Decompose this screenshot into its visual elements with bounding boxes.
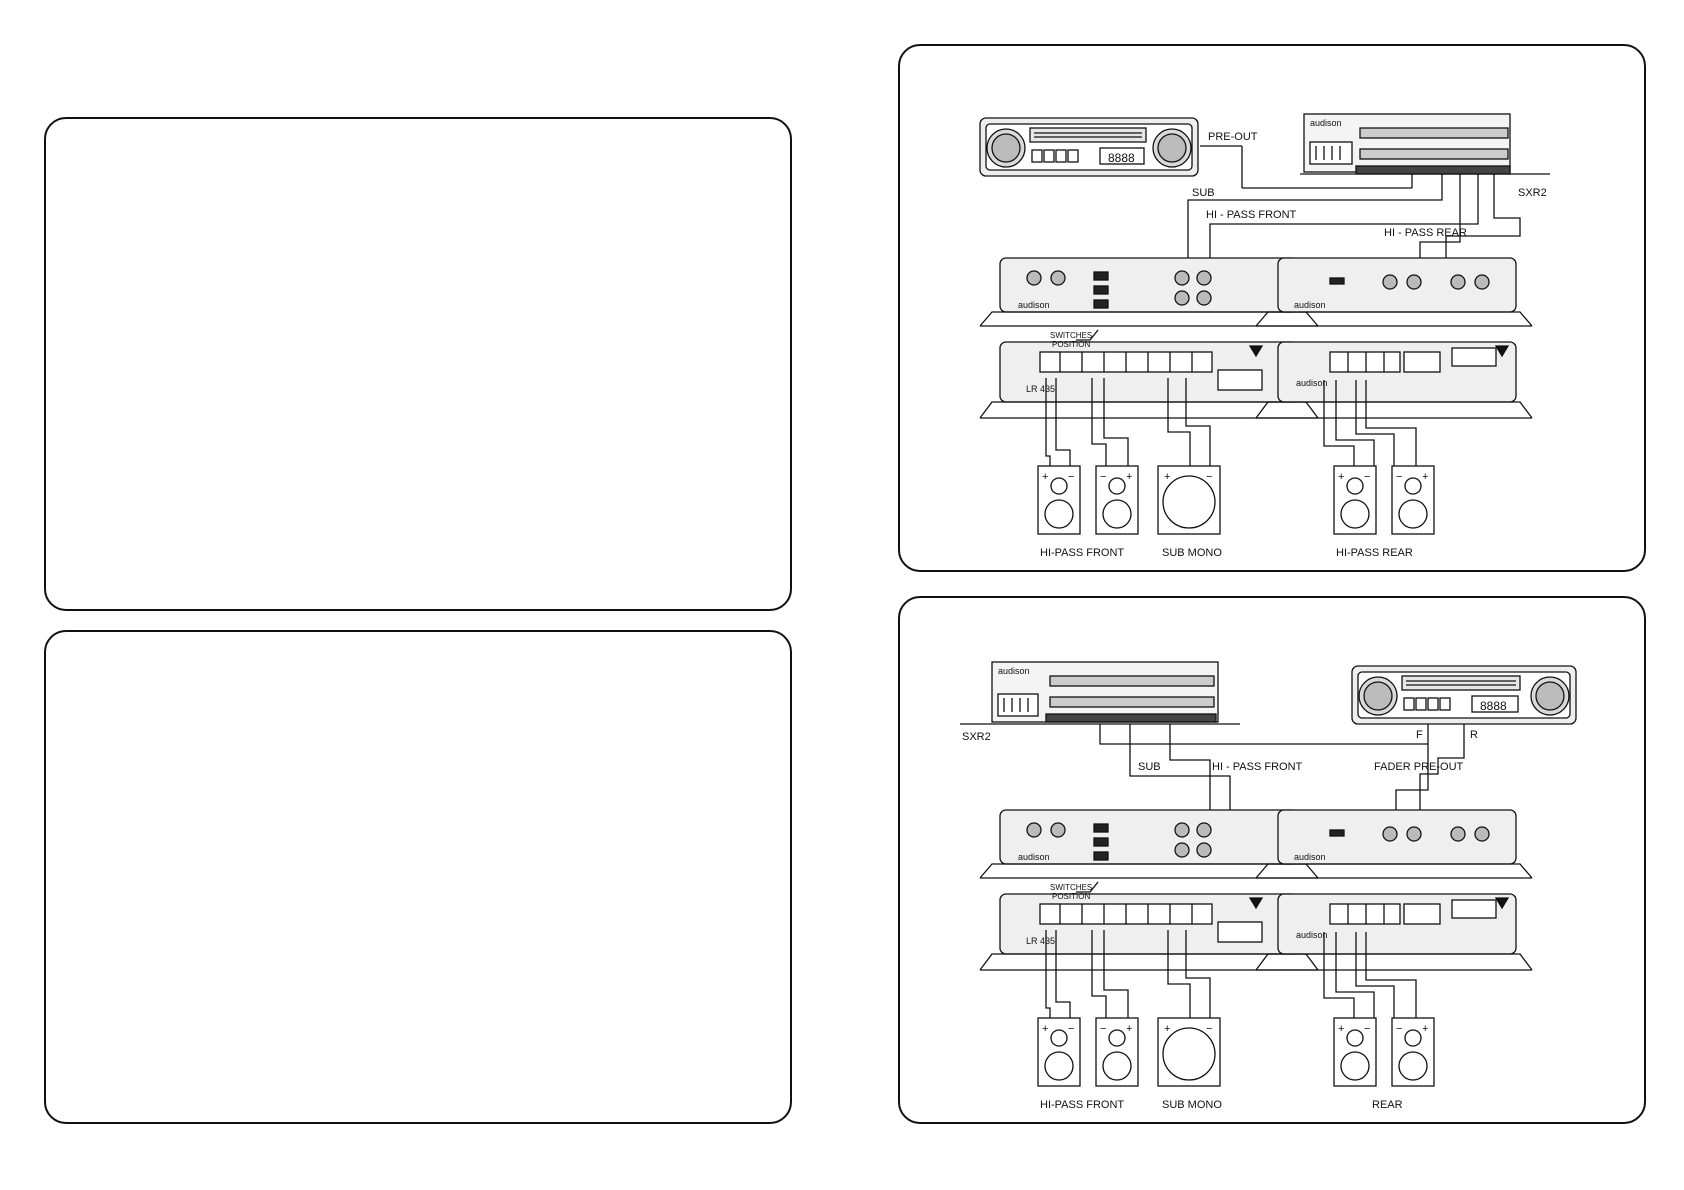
plus-sign: +: [1338, 1023, 1344, 1035]
minus-sign: −: [1364, 1023, 1370, 1035]
wiring-diagram-2: SXR2 SUB HI - PASS FRONT FADER PRE-OUT F…: [960, 661, 1577, 1111]
label-speaker-sub: SUB MONO: [1162, 547, 1222, 559]
minus-sign: −: [1068, 1023, 1074, 1035]
plus-sign: +: [1042, 1023, 1048, 1035]
plus-sign: +: [1042, 471, 1048, 483]
label-hi-pass-rear: HI - PASS REAR: [1384, 227, 1467, 239]
label-speaker-rear: REAR: [1372, 1099, 1403, 1111]
plus-sign: +: [1164, 471, 1170, 483]
label-sxr2: SXR2: [962, 731, 991, 743]
label-r: R: [1470, 729, 1478, 741]
minus-sign: −: [1068, 471, 1074, 483]
amp-front-terminal-panel-2: [979, 893, 1319, 971]
plus-sign: +: [1422, 1023, 1428, 1035]
empty-panel-bottom-left: [44, 630, 792, 1124]
minus-sign: −: [1364, 471, 1370, 483]
plus-sign: +: [1126, 471, 1132, 483]
amp-front-control-panel-1: [979, 257, 1319, 327]
label-sub: SUB: [1192, 187, 1215, 199]
head-unit-1: [979, 117, 1199, 177]
amp-brand-3: audison: [1296, 378, 1328, 388]
speaker-rear-left-2: [1333, 1017, 1377, 1087]
speaker-front-left-1: [1037, 465, 1081, 535]
plus-sign: +: [1422, 471, 1428, 483]
speaker-rear-left-1: [1333, 465, 1377, 535]
sxr-brand: audison: [1310, 118, 1342, 128]
head-unit-2: [1351, 665, 1577, 725]
head-unit-display: 8888: [1108, 151, 1135, 165]
empty-panel-top-left: [44, 117, 792, 611]
sxr-brand: audison: [998, 666, 1030, 676]
wiring-diagram-1: PRE-OUT SUB SXR2 HI - PASS FRONT HI - PA…: [979, 113, 1550, 559]
sxr2-crossover-1: [1300, 113, 1550, 175]
amp-rear-control-panel-2: [1255, 809, 1533, 879]
label-speaker-rear: HI-PASS REAR: [1336, 547, 1413, 559]
model-label: LR 435: [1026, 384, 1055, 394]
label-sub: SUB: [1138, 761, 1161, 773]
amp-rear-terminal-panel-2: [1255, 893, 1533, 971]
label-f: F: [1416, 729, 1423, 741]
label-pre-out: PRE-OUT: [1208, 131, 1258, 143]
minus-sign: −: [1396, 471, 1402, 483]
amp-rear-terminal-panel-1: [1255, 341, 1533, 419]
label-speaker-sub: SUB MONO: [1162, 1099, 1222, 1111]
switches-label: SWITCHES: [1050, 883, 1092, 892]
amp-front-control-panel-2: [979, 809, 1319, 879]
plus-sign: +: [1126, 1023, 1132, 1035]
minus-sign: −: [1206, 471, 1212, 483]
position-label: POSITION: [1052, 340, 1090, 349]
plus-sign: +: [1164, 1023, 1170, 1035]
label-speaker-front: HI-PASS FRONT: [1040, 1099, 1124, 1111]
speaker-front-right-2: [1095, 1017, 1139, 1087]
wiring-diagram-panel-2: SXR2 SUB HI - PASS FRONT FADER PRE-OUT F…: [898, 596, 1646, 1124]
amp-brand-2: audison: [1294, 300, 1326, 310]
subwoofer-1: [1157, 465, 1221, 535]
label-hi-pass-front: HI - PASS FRONT: [1212, 761, 1303, 773]
position-label: POSITION: [1052, 892, 1090, 901]
minus-sign: −: [1206, 1023, 1212, 1035]
head-unit-display: 8888: [1480, 699, 1507, 713]
model-label: LR 435: [1026, 936, 1055, 946]
speaker-front-right-1: [1095, 465, 1139, 535]
minus-sign: −: [1100, 1023, 1106, 1035]
switches-label: SWITCHES: [1050, 331, 1092, 340]
minus-sign: −: [1100, 471, 1106, 483]
label-fader-pre-out: FADER PRE-OUT: [1374, 761, 1464, 773]
amp-brand-1: audison: [1018, 300, 1050, 310]
speaker-rear-right-2: [1391, 1017, 1435, 1087]
label-speaker-front: HI-PASS FRONT: [1040, 547, 1124, 559]
wiring-diagram-panel-1: PRE-OUT SUB SXR2 HI - PASS FRONT HI - PA…: [898, 44, 1646, 572]
amp-rear-control-panel-1: [1255, 257, 1533, 327]
amp-brand-3: audison: [1296, 930, 1328, 940]
amp-front-terminal-panel-1: [979, 341, 1319, 419]
label-hi-pass-front: HI - PASS FRONT: [1206, 209, 1297, 221]
minus-sign: −: [1396, 1023, 1402, 1035]
plus-sign: +: [1338, 471, 1344, 483]
amp-brand-1: audison: [1018, 852, 1050, 862]
amp-brand-2: audison: [1294, 852, 1326, 862]
speaker-rear-right-1: [1391, 465, 1435, 535]
subwoofer-2: [1157, 1017, 1221, 1087]
speaker-front-left-2: [1037, 1017, 1081, 1087]
label-sxr2: SXR2: [1518, 187, 1547, 199]
